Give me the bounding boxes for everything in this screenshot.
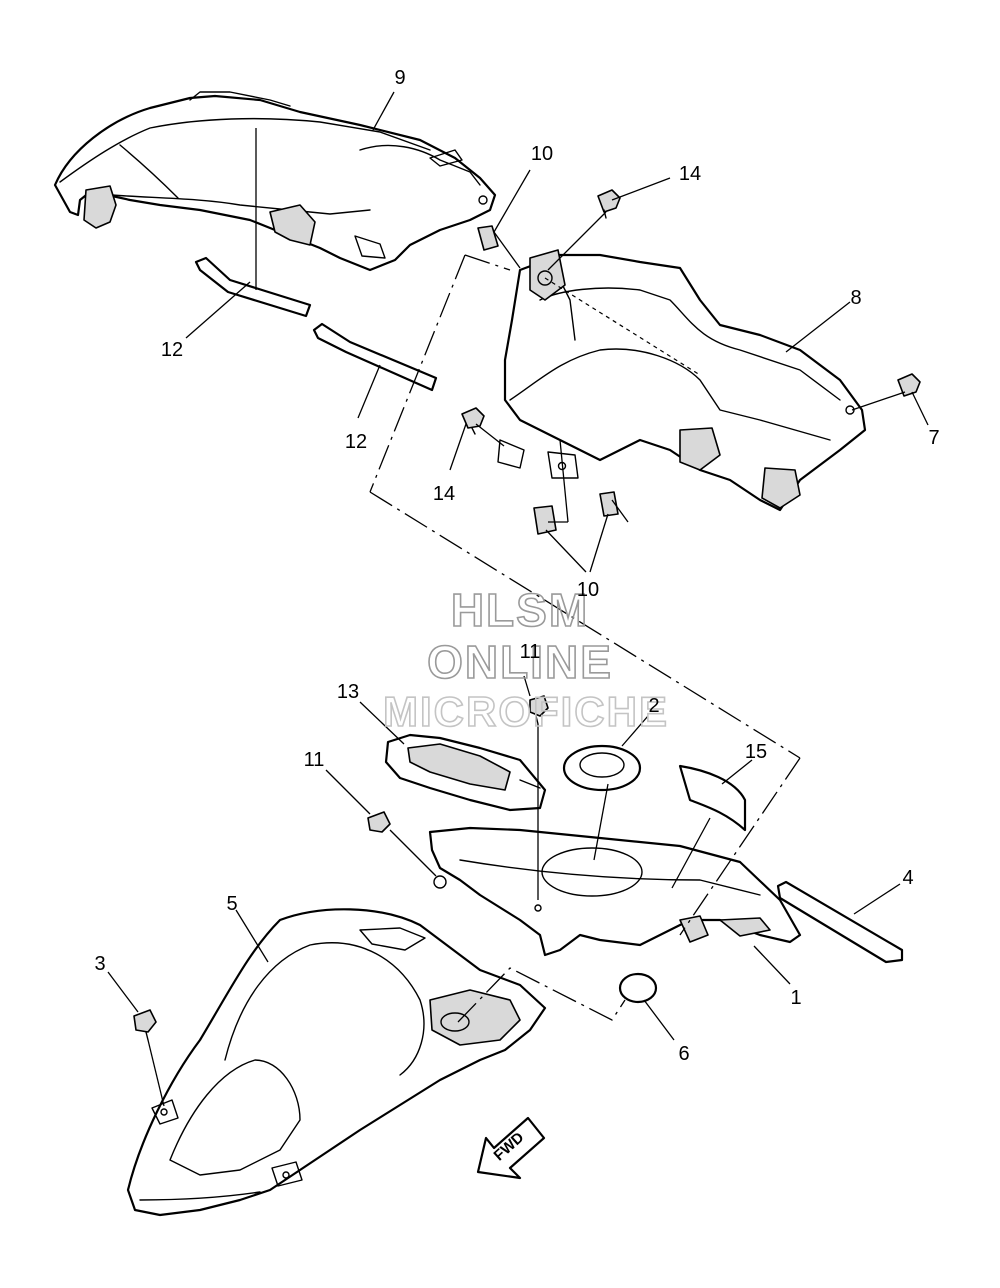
forward-direction-arrow: FWD	[476, 1116, 546, 1180]
part-1-inner-panel	[428, 826, 802, 957]
callout-labels: 9 10 14 8 7 12 12 14 10 11 13 2 15 11 5 …	[94, 67, 939, 1065]
part-5-front-cover	[126, 908, 547, 1217]
part-3-screw	[133, 1009, 157, 1041]
part-12-seal-strips	[194, 256, 438, 392]
callout-7: 7	[928, 427, 939, 449]
callout-8: 8	[850, 287, 861, 309]
part-11-screws	[367, 695, 549, 833]
callout-12-right: 12	[345, 431, 367, 453]
watermark-line-2: ONLINE	[427, 636, 613, 688]
callout-9: 9	[394, 67, 405, 89]
watermark-line-3: MICROFICHE	[383, 688, 669, 735]
watermark-line-1: HLSM	[451, 584, 589, 636]
callout-10-bottom: 10	[577, 579, 599, 601]
part-8-inner-cover	[497, 249, 867, 512]
callout-10-top: 10	[531, 143, 553, 165]
part-15-label	[678, 764, 747, 832]
callout-15: 15	[745, 741, 767, 763]
callout-12-left: 12	[161, 339, 183, 361]
callout-11-left: 11	[304, 749, 325, 771]
part-4-strip	[776, 880, 904, 964]
part-9-upper-cover	[53, 91, 497, 272]
callout-14-bottom: 14	[433, 483, 455, 505]
callout-2: 2	[648, 695, 659, 717]
part-14-screws	[461, 189, 621, 435]
leader-lines	[107, 91, 929, 1107]
part-13-vent-cover	[384, 733, 547, 812]
assembly-reference-lines	[369, 254, 801, 1023]
callout-6: 6	[678, 1043, 689, 1065]
callout-3: 3	[94, 953, 105, 975]
callout-1: 1	[790, 987, 801, 1009]
callout-14-top: 14	[679, 163, 701, 185]
callout-5: 5	[226, 893, 237, 915]
callout-4: 4	[902, 867, 913, 889]
watermark: HLSM ONLINE MICROFICHE	[382, 583, 669, 736]
part-2-grommet	[562, 744, 642, 792]
callout-13: 13	[337, 681, 359, 703]
callout-11-top: 11	[520, 641, 541, 663]
part-10-clips	[477, 225, 619, 535]
part-6-plug	[618, 972, 658, 1004]
